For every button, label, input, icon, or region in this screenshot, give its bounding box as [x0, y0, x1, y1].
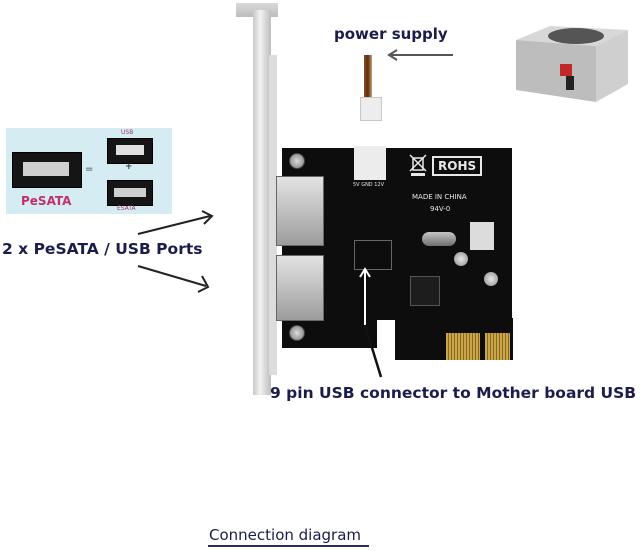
capacitor — [454, 252, 468, 266]
usb-port-image — [107, 138, 153, 164]
pcie-gold-fingers — [446, 333, 480, 360]
crystal-oscillator — [422, 232, 456, 246]
psu-socket — [566, 76, 574, 90]
pesata-port-slot — [23, 162, 69, 176]
pci-bracket — [253, 10, 271, 395]
capacitor — [484, 272, 498, 286]
power-pins-label: 5V GND 12V — [353, 182, 385, 188]
ports-arrows — [137, 210, 214, 293]
weee-bin-icon — [409, 154, 427, 176]
rating-label: 94V-0 — [430, 205, 451, 213]
made-in-label: MADE IN CHINA — [412, 193, 467, 201]
psu-fan-icon — [548, 28, 604, 44]
arrow-head-lower — [197, 275, 210, 293]
usb-port-slot — [116, 145, 144, 155]
rohs-mark: ROHS — [432, 156, 483, 176]
diagram-title: Connection diagram — [209, 526, 362, 544]
power-supply-label: power supply — [334, 25, 448, 43]
bin-body — [412, 157, 424, 171]
pesata-port-1 — [276, 176, 324, 246]
voltage-regulator — [470, 222, 494, 250]
psu-side — [596, 30, 628, 102]
controller-chip — [410, 276, 440, 306]
power-cable-plug — [360, 97, 382, 121]
bin-cross — [409, 154, 427, 172]
arrow-line-lower — [137, 265, 207, 287]
esata-inset-label: ESATA — [117, 205, 136, 212]
arrow-head — [359, 267, 371, 278]
psu-switch — [560, 64, 572, 76]
plus-sign: + — [125, 162, 133, 172]
usb-header-arrow — [359, 267, 383, 378]
psu-front — [516, 40, 596, 102]
power-connector — [354, 146, 386, 180]
title-underline — [208, 545, 369, 547]
pesata-port-image — [12, 152, 82, 188]
usb-inset-label: USB — [121, 129, 134, 136]
usb-connector-label: 9 pin USB connector to Mother board USB — [270, 384, 637, 402]
usb-9pin-header — [354, 240, 392, 270]
esata-port-image — [107, 180, 153, 206]
psu-image — [516, 26, 628, 102]
pesata-port-2 — [276, 255, 324, 321]
arrow-line-black — [363, 324, 383, 378]
bracket-tab — [269, 55, 277, 375]
ports-label: 2 x PeSATA / USB Ports — [2, 240, 203, 258]
arrow-head — [387, 49, 398, 61]
arrow-line-upper — [137, 215, 211, 235]
power-supply-arrow — [387, 49, 453, 61]
screw-icon — [289, 325, 305, 341]
screw-icon — [289, 153, 305, 169]
equals-sign: = — [85, 164, 94, 175]
esata-port-slot — [114, 188, 146, 197]
power-cable — [364, 55, 372, 101]
pcie-gold-fingers — [485, 333, 510, 360]
bin-bar — [411, 173, 425, 176]
pesata-brand-label: PeSATA — [21, 194, 72, 208]
arrow-head-upper — [201, 210, 214, 225]
